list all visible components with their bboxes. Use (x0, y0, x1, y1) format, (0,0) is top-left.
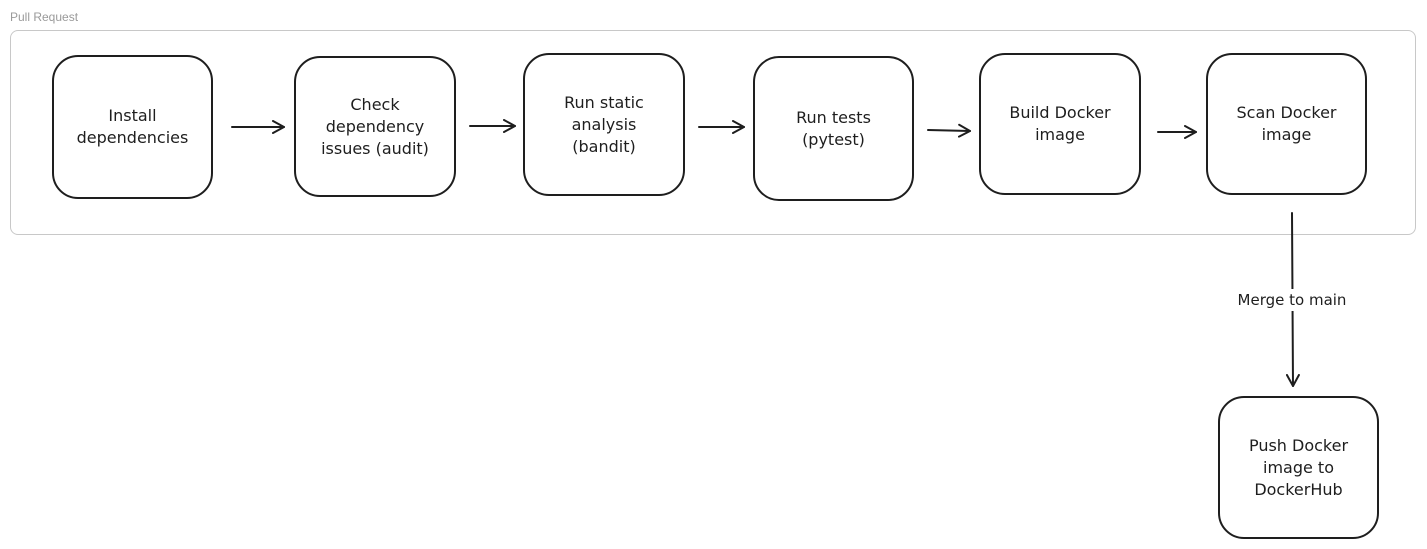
node-check-dependency-issues[interactable]: Check dependency issues (audit) (294, 56, 456, 197)
node-run-tests[interactable]: Run tests (pytest) (753, 56, 914, 201)
node-install-dependencies[interactable]: Install dependencies (52, 55, 213, 199)
node-build-docker-image[interactable]: Build Docker image (979, 53, 1141, 195)
node-run-static-analysis[interactable]: Run static analysis (bandit) (523, 53, 685, 196)
node-push-docker-image[interactable]: Push Docker image to DockerHub (1218, 396, 1379, 539)
frame-label: Pull Request (10, 10, 79, 24)
edge-pytest-build (927, 123, 971, 138)
node-scan-docker-image[interactable]: Scan Docker image (1206, 53, 1367, 195)
pull-request-frame (10, 30, 1416, 235)
edge-label-merge-to-main: Merge to main (1212, 289, 1372, 311)
